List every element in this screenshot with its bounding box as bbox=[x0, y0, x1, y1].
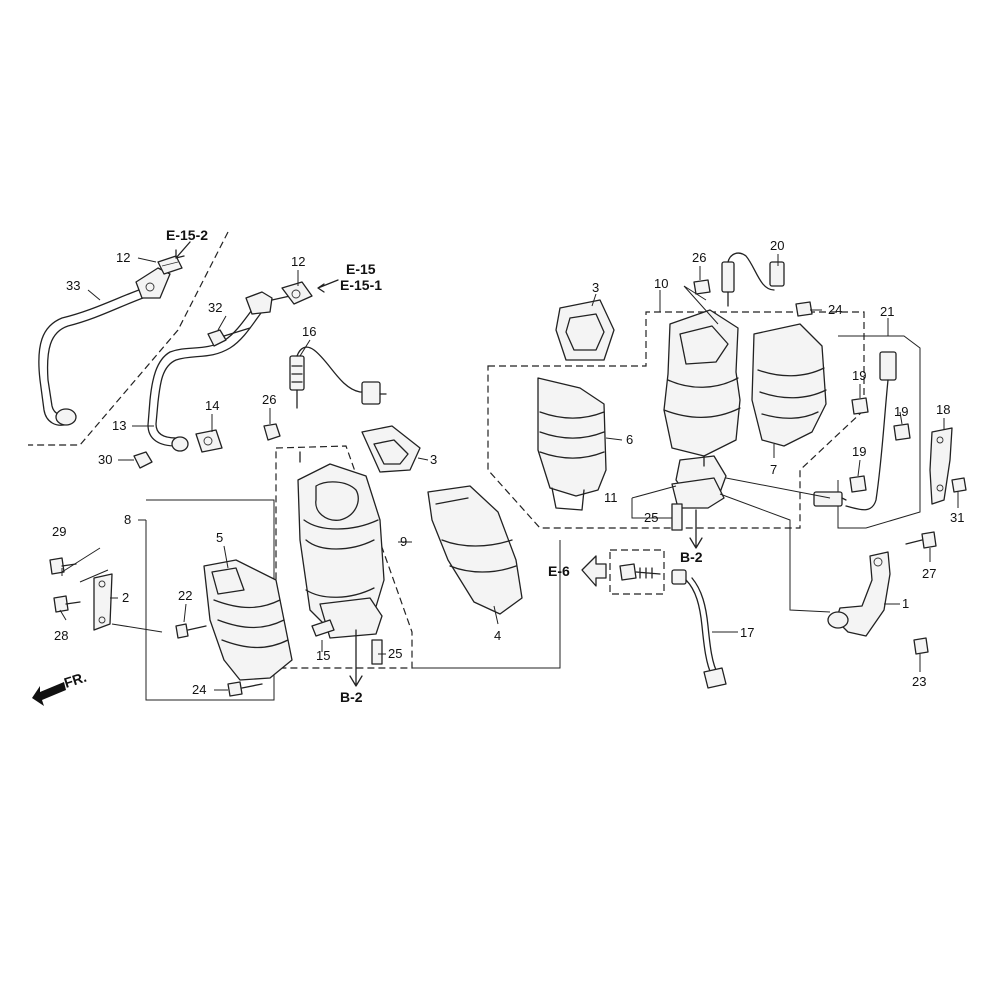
part-12-fitting-middle bbox=[281, 281, 313, 305]
part-3-gasket-middle bbox=[361, 425, 421, 473]
callout-27: 27 bbox=[922, 566, 936, 581]
part-1-hanger-bracket bbox=[827, 551, 891, 637]
e15-arrow bbox=[317, 279, 339, 293]
b2-arrow-right bbox=[689, 509, 703, 549]
part-9-catalytic-converter bbox=[297, 451, 385, 639]
callout-3-right: 3 bbox=[592, 280, 599, 295]
callout-2: 2 bbox=[122, 590, 129, 605]
part-19-clip-a bbox=[851, 397, 869, 415]
part-30-nut bbox=[133, 451, 153, 469]
part-24-bolt-lower bbox=[227, 681, 263, 697]
ref-e15-1: E-15-1 bbox=[340, 277, 382, 293]
part-17-sensor-harness bbox=[671, 569, 727, 689]
callout-1: 1 bbox=[902, 596, 909, 611]
part-15-stud bbox=[311, 619, 335, 637]
callout-9: 9 bbox=[400, 534, 407, 549]
part-18-bracket bbox=[929, 427, 953, 505]
callout-19-a: 19 bbox=[852, 368, 866, 383]
part-26-nut-left bbox=[263, 423, 281, 441]
part-7-heat-shield bbox=[751, 323, 827, 447]
ref-b2-left: B-2 bbox=[340, 689, 363, 705]
callout-33: 33 bbox=[66, 278, 80, 293]
callout-15: 15 bbox=[316, 648, 330, 663]
part-6-heat-shield bbox=[537, 377, 607, 511]
ref-front: FR. bbox=[62, 669, 88, 691]
e6-direction-arrow bbox=[581, 555, 607, 587]
callout-22: 22 bbox=[178, 588, 192, 603]
part-2-bracket bbox=[93, 573, 113, 631]
section-divider bbox=[28, 231, 229, 446]
callout-29: 29 bbox=[52, 524, 66, 539]
callout-16: 16 bbox=[302, 324, 316, 339]
part-32-bolt bbox=[207, 327, 251, 347]
e6-reference-box bbox=[609, 549, 665, 595]
callout-26-right: 26 bbox=[692, 250, 706, 265]
callout-12-left: 12 bbox=[116, 250, 130, 265]
leader-lines bbox=[59, 254, 959, 691]
e15-2-arrow bbox=[175, 241, 191, 259]
b2-arrow-left bbox=[349, 629, 363, 687]
callout-28: 28 bbox=[54, 628, 68, 643]
callout-13: 13 bbox=[112, 418, 126, 433]
callout-24-right: 24 bbox=[828, 302, 842, 317]
callout-7: 7 bbox=[770, 462, 777, 477]
callout-21: 21 bbox=[880, 304, 894, 319]
callout-32: 32 bbox=[208, 300, 222, 315]
callout-6: 6 bbox=[626, 432, 633, 447]
part-5-heat-shield bbox=[203, 559, 293, 681]
ref-b2-right: B-2 bbox=[680, 549, 703, 565]
callout-3-middle: 3 bbox=[430, 452, 437, 467]
part-23-bolt bbox=[913, 637, 929, 655]
part-26-bolt-right bbox=[693, 279, 711, 295]
part-25-stud-left bbox=[371, 639, 383, 665]
callout-11: 11 bbox=[604, 490, 618, 505]
callout-14: 14 bbox=[205, 398, 219, 413]
callout-10: 10 bbox=[654, 276, 668, 291]
callout-17: 17 bbox=[740, 625, 754, 640]
callout-23: 23 bbox=[912, 674, 926, 689]
callout-26-left: 26 bbox=[262, 392, 276, 407]
callout-8: 8 bbox=[124, 512, 131, 527]
part-33-pipe bbox=[38, 267, 171, 426]
part-21-group-outline bbox=[837, 335, 921, 529]
part-19-clip-c bbox=[849, 475, 867, 493]
part-20-oxygen-sensor bbox=[721, 252, 785, 307]
part-8-group-outline bbox=[145, 499, 275, 701]
part-24-bolt-right bbox=[795, 301, 813, 317]
part-3-gasket-right bbox=[555, 299, 615, 361]
callout-12-middle: 12 bbox=[291, 254, 305, 269]
part-16-oxygen-sensor bbox=[289, 346, 387, 409]
front-direction-arrow bbox=[32, 682, 66, 706]
part-31-bolt bbox=[951, 477, 967, 493]
part-13-pipe bbox=[147, 291, 291, 452]
callout-4: 4 bbox=[494, 628, 501, 643]
callout-18: 18 bbox=[936, 402, 950, 417]
callout-19-c: 19 bbox=[852, 444, 866, 459]
part-21-oxygen-sensor bbox=[813, 351, 897, 511]
callout-25-right: 25 bbox=[644, 510, 658, 525]
callout-20: 20 bbox=[770, 238, 784, 253]
part-25-stud-right bbox=[671, 503, 683, 531]
ref-e6: E-6 bbox=[548, 563, 570, 579]
callout-24-lower: 24 bbox=[192, 682, 206, 697]
e6-bolt bbox=[619, 563, 661, 581]
part-22-bolt bbox=[175, 623, 207, 639]
part-10-catalytic-converter bbox=[663, 309, 741, 501]
callout-5: 5 bbox=[216, 530, 223, 545]
callout-31: 31 bbox=[950, 510, 964, 525]
part-28-bolt bbox=[53, 595, 81, 613]
callout-25-left: 25 bbox=[388, 646, 402, 661]
ref-e15-2: E-15-2 bbox=[166, 227, 208, 243]
part-14-gasket bbox=[195, 429, 223, 453]
part-27-bolt bbox=[905, 531, 937, 549]
callout-19-b: 19 bbox=[894, 404, 908, 419]
main-group-outline bbox=[412, 540, 561, 669]
part-4-heat-shield bbox=[427, 485, 523, 615]
part-10-group-outline bbox=[487, 311, 865, 529]
callout-30: 30 bbox=[98, 452, 112, 467]
part-12-fitting-left bbox=[157, 255, 183, 275]
part-19-clip-b bbox=[893, 423, 911, 441]
ref-e15: E-15 bbox=[346, 261, 376, 277]
